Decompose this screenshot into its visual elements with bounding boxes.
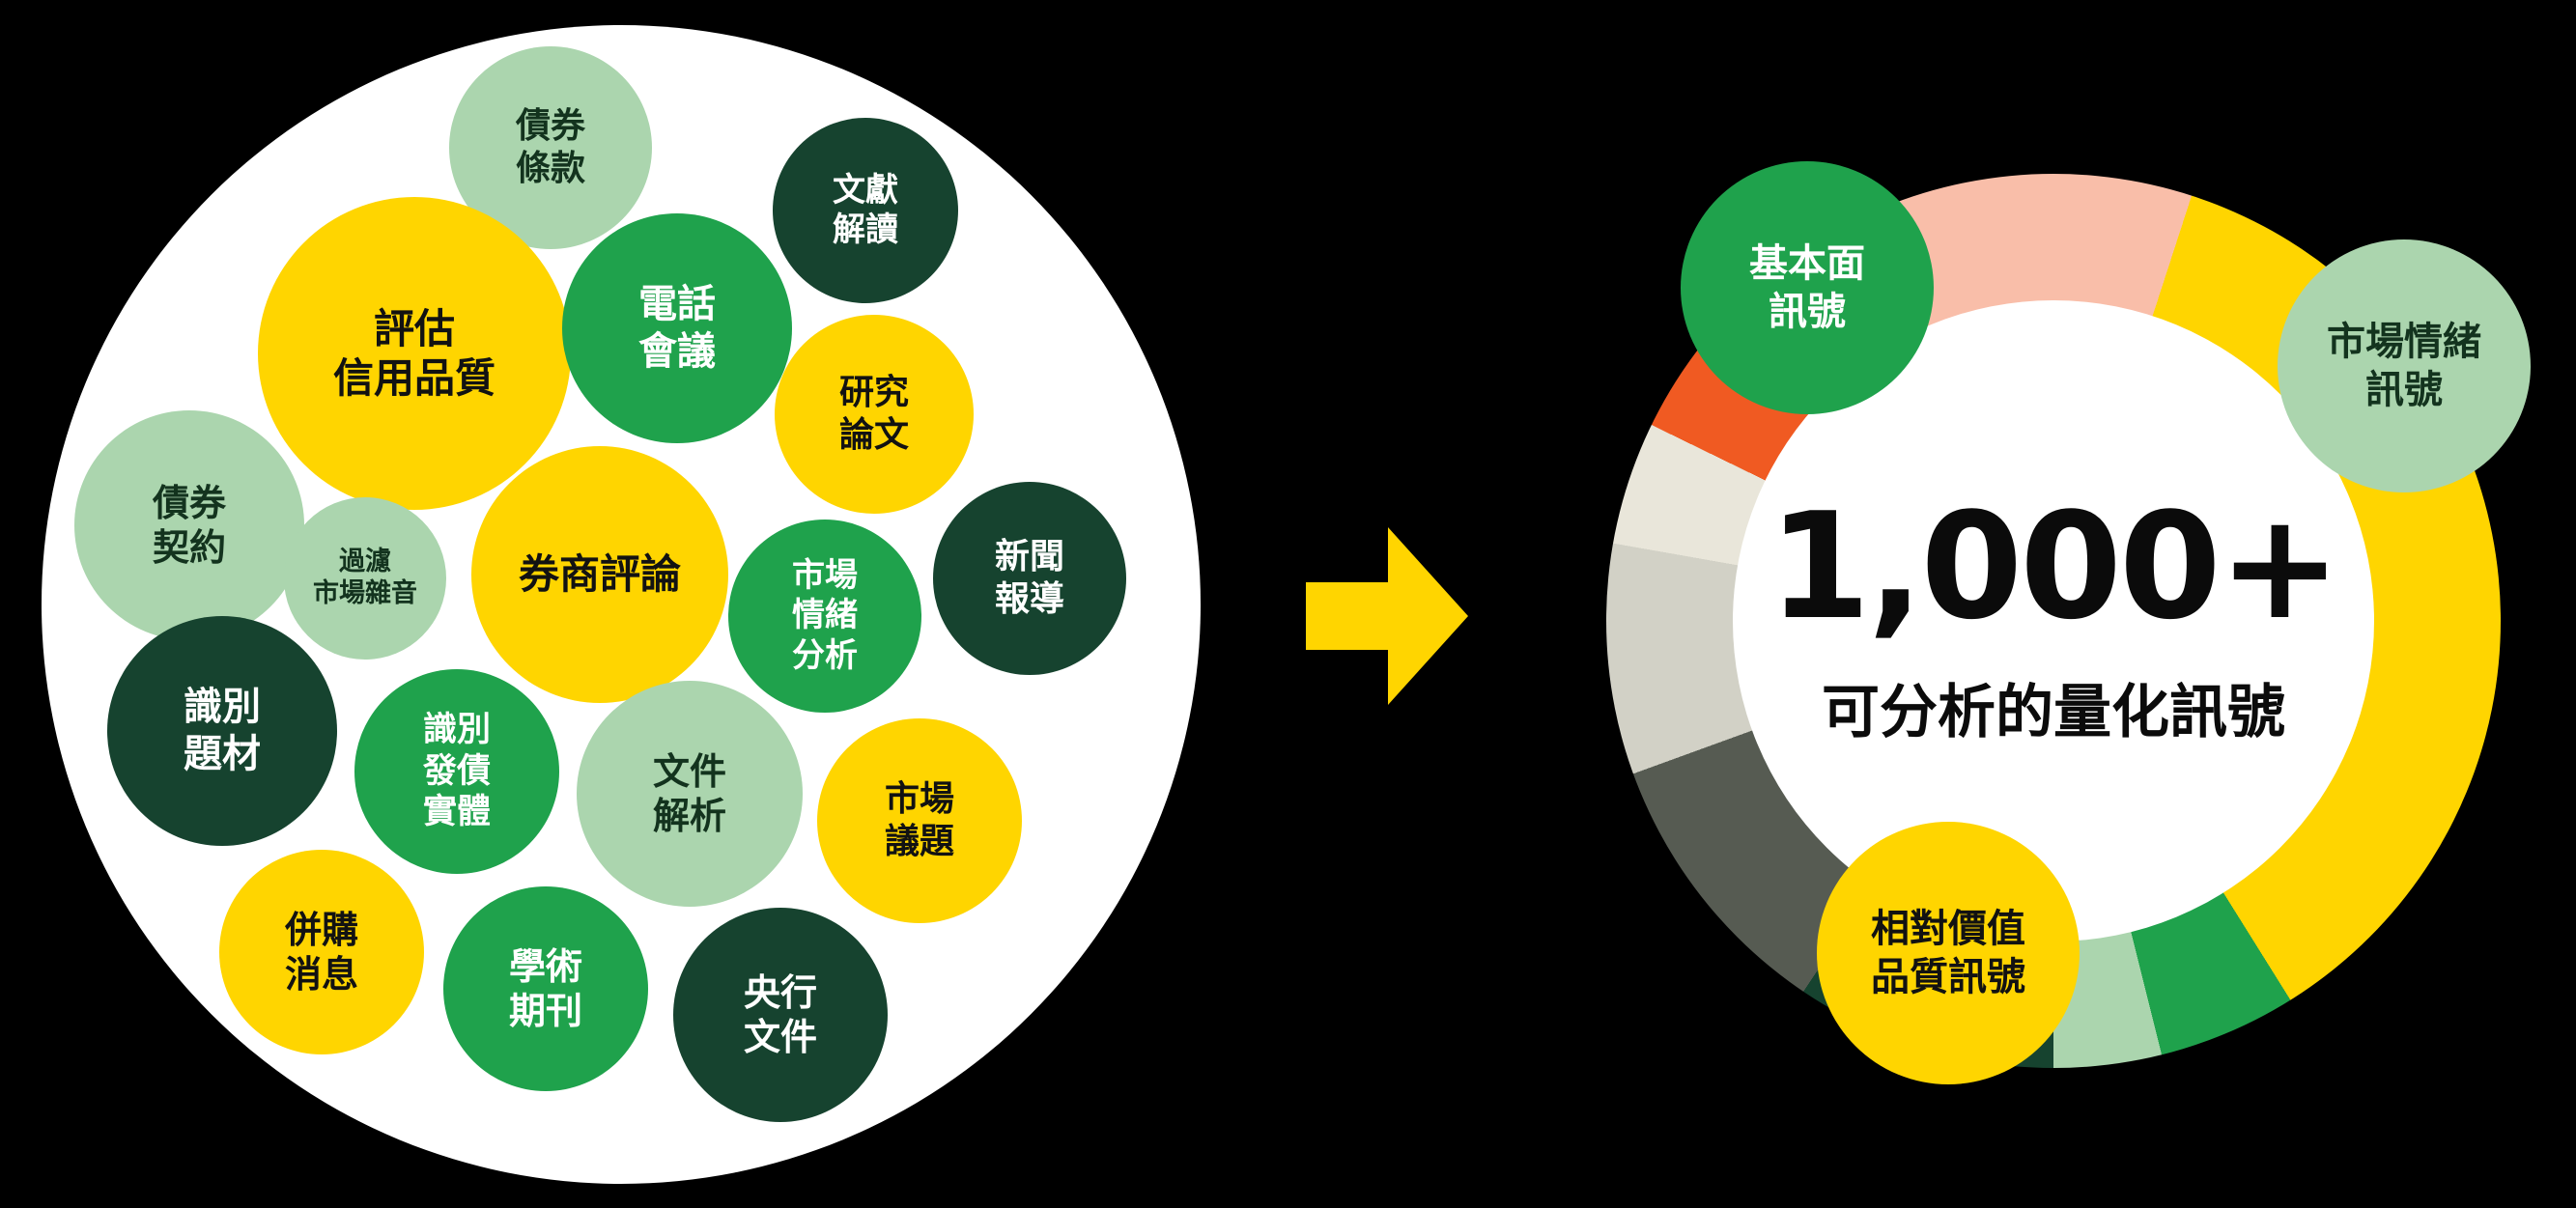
signal-count-value: 1,000+: [1768, 480, 2341, 652]
label-fundamental-signals: 基本面 訊號: [1681, 161, 1934, 414]
bubble-label: 併購 消息: [284, 908, 358, 996]
bubble-label: 電話 會議: [638, 282, 716, 374]
bubble-filter-market-noise: 過濾 市場雜音: [284, 497, 446, 660]
bubble-document-interpretation: 文獻 解讀: [773, 118, 958, 303]
bubble-research-papers: 研究 論文: [775, 315, 974, 514]
bubble-label: 新聞 報導: [994, 537, 1064, 619]
bubble-label: 識別 題材: [184, 685, 261, 776]
bubble-label: 文獻 解讀: [833, 170, 898, 249]
tag-label: 市場情緒 訊號: [2327, 320, 2481, 412]
bubble-label: 市場 議題: [884, 779, 954, 861]
bubble-bond-covenants: 債券 契約: [74, 410, 304, 640]
bubble-label: 文件 解析: [652, 749, 726, 837]
bubble-market-sentiment-analysis: 市場 情緒 分析: [728, 520, 921, 713]
data-sources-cluster: 債券 條款 文獻 解讀 評估 信用品質 電話 會議 研究 論文 債券 契約 過濾…: [42, 25, 1201, 1184]
label-market-sentiment-signals: 市場情緒 訊號: [2278, 239, 2531, 492]
bubble-label: 券商評論: [518, 550, 681, 599]
bubble-mna-news: 併購 消息: [219, 850, 424, 1054]
bubble-label: 過濾 市場雜音: [313, 547, 417, 608]
bubble-document-parsing: 文件 解析: [577, 681, 803, 907]
tag-label: 基本面 訊號: [1749, 241, 1865, 334]
label-relative-value-quality-signals: 相對價值 品質訊號: [1817, 822, 2080, 1084]
bubble-label: 研究 論文: [838, 373, 909, 455]
signal-count-caption: 可分析的量化訊號: [1822, 678, 2285, 746]
bubble-label: 學術 期刊: [508, 944, 582, 1032]
bubble-market-topics: 市場 議題: [817, 718, 1022, 923]
bubble-conference-calls: 電話 會議: [562, 213, 792, 443]
bubble-academic-journals: 學術 期刊: [443, 886, 648, 1091]
bubble-label: 債券 條款: [515, 106, 585, 188]
arrow-right-icon: [1306, 527, 1468, 705]
bubble-identify-issuers: 識別 發債 實體: [354, 669, 559, 874]
bubble-assess-credit-quality: 評估 信用品質: [258, 197, 571, 510]
bubble-broker-commentary: 券商評論: [471, 446, 728, 703]
bubble-label: 市場 情緒 分析: [792, 555, 858, 675]
bubble-news-reports: 新聞 報導: [933, 482, 1126, 675]
bubble-central-bank-documents: 央行 文件: [673, 908, 888, 1122]
bubble-identify-themes: 識別 題材: [107, 616, 337, 846]
tag-label: 相對價值 品質訊號: [1871, 907, 2025, 999]
bubble-label: 債券 契約: [152, 481, 226, 569]
bubble-label: 評估 信用品質: [332, 304, 495, 402]
bubble-label: 識別 發債 實體: [422, 710, 491, 832]
bubble-label: 央行 文件: [743, 970, 817, 1058]
